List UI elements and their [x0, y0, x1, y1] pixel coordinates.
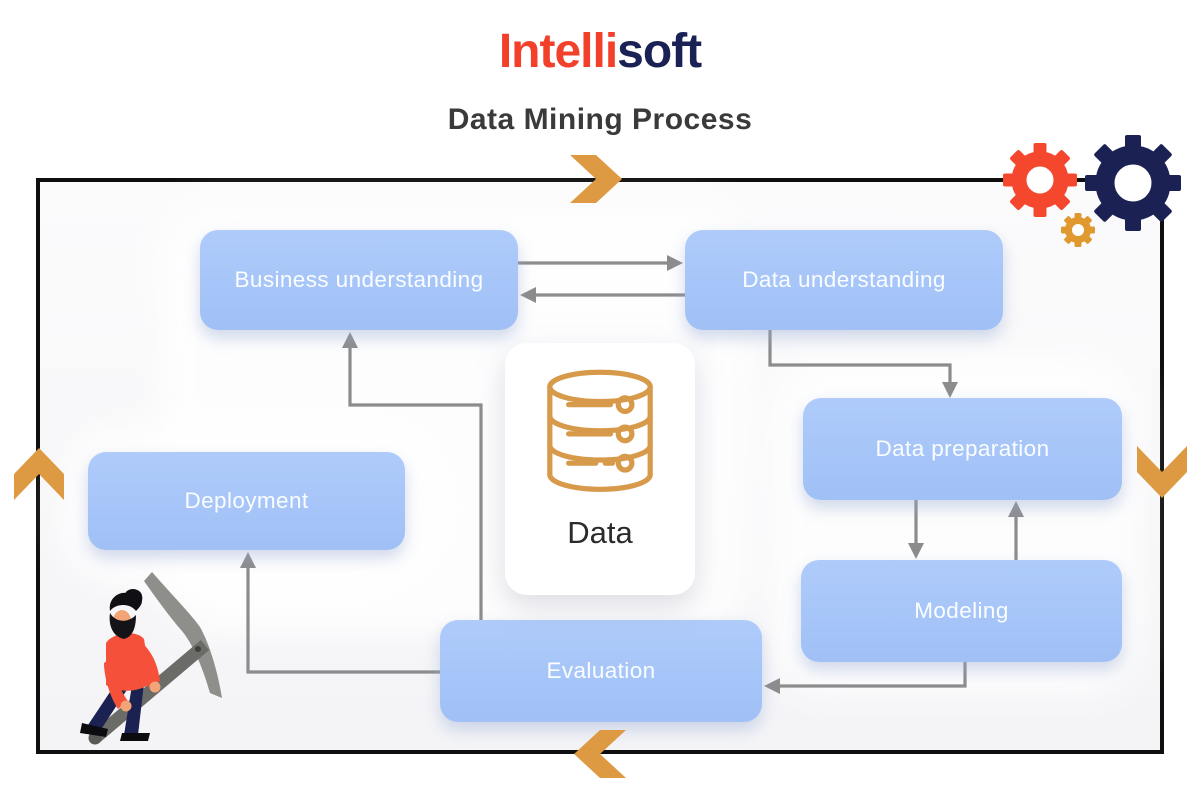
- flow-right-chevron-icon: [570, 155, 622, 203]
- node-label: Evaluation: [546, 658, 656, 683]
- page-title: Data Mining Process: [447, 103, 753, 136]
- logo: Intellisoft: [0, 25, 1200, 79]
- flow-left-chevron-icon: [574, 730, 626, 778]
- gold-gear-icon: [1061, 213, 1095, 247]
- logo-soft: soft: [617, 25, 702, 78]
- node-business-understanding: Business understanding: [200, 230, 518, 330]
- flow-down-chevron-icon: [1137, 446, 1187, 498]
- node-data-understanding: Data understanding: [685, 230, 1003, 330]
- node-label: Deployment: [184, 488, 309, 513]
- red-gear-icon: [1003, 143, 1077, 217]
- navy-gear-icon: [1085, 135, 1181, 231]
- miner-illustration: [80, 572, 222, 745]
- data-card: Data: [505, 343, 695, 595]
- node-deployment: Deployment: [88, 452, 405, 550]
- miner-person: [80, 589, 161, 741]
- logo-intelli: Intelli: [498, 25, 618, 78]
- node-modeling: Modeling: [801, 560, 1122, 662]
- node-label: Data understanding: [742, 267, 946, 292]
- node-label: Modeling: [914, 598, 1009, 623]
- node-label: Business understanding: [234, 267, 484, 292]
- node-evaluation: Evaluation: [440, 620, 762, 722]
- database-icon: [547, 369, 653, 492]
- node-data-preparation: Data preparation: [803, 398, 1122, 500]
- gears-decoration: [1003, 135, 1181, 247]
- data-card-label: Data: [567, 515, 633, 550]
- node-label: Data preparation: [875, 436, 1050, 461]
- flow-connectors: [240, 255, 1024, 694]
- flow-up-chevron-icon: [14, 448, 64, 500]
